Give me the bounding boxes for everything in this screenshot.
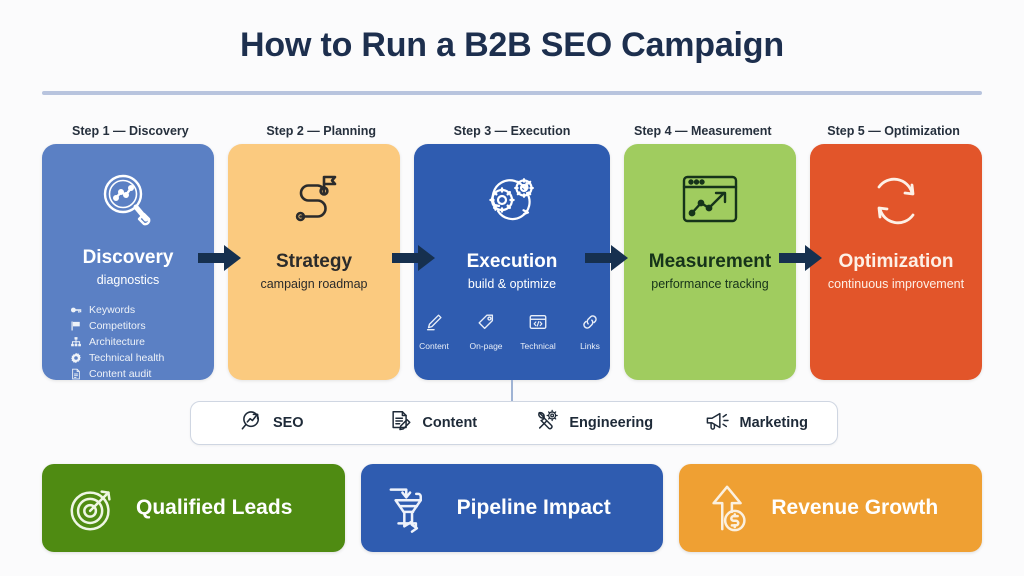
- refresh-cycle-icon: [864, 166, 928, 236]
- bullet-technical-health: Technical health: [70, 352, 164, 364]
- winding-road-flag-icon: [282, 166, 346, 236]
- steps-row: Discovery diagnostics Keywords: [42, 144, 982, 380]
- card-subtitle-measurement: performance tracking: [651, 276, 769, 291]
- card-subtitle-execution: build & optimize: [467, 276, 557, 291]
- flow-arrow-2: [392, 244, 436, 272]
- page-title: How to Run a B2B SEO Campaign: [240, 26, 784, 64]
- outcome-label: Revenue Growth: [771, 496, 939, 519]
- outcome-label: Qualified Leads: [136, 496, 293, 519]
- sitemap-icon: [70, 336, 82, 348]
- bullet-label: Architecture: [89, 336, 146, 348]
- owner-engineering[interactable]: Engineering: [514, 409, 676, 437]
- flow-arrow-3: [585, 244, 629, 272]
- bullet-content-audit: Content audit: [70, 368, 164, 380]
- funnel-icon: [385, 481, 441, 535]
- magnifier-chart-icon: [96, 166, 160, 232]
- execution-subicons: Content On-page: [414, 312, 610, 351]
- owner-marketing[interactable]: Marketing: [676, 409, 838, 437]
- owner-label: Content: [422, 415, 478, 431]
- outcome-qualified-leads[interactable]: Qualified Leads: [42, 464, 345, 552]
- outcome-revenue-growth[interactable]: Revenue Growth: [679, 464, 983, 552]
- bullet-label: Technical health: [89, 352, 165, 364]
- up-arrow-dollar-icon: [703, 481, 755, 535]
- key-icon: [70, 304, 82, 316]
- bullet-label: Content audit: [89, 368, 152, 380]
- target-arrow-icon: [66, 481, 120, 535]
- step-label-3: Step 3 — Execution: [453, 124, 571, 138]
- flow-arrow-1: [198, 244, 242, 272]
- bullet-keywords: Keywords: [70, 304, 164, 316]
- card-title-discovery: Discovery: [82, 247, 174, 269]
- subicon-technical: Technical: [518, 312, 558, 351]
- subicon-links: Links: [570, 312, 610, 351]
- bullet-architecture: Architecture: [70, 336, 164, 348]
- card-subtitle-optimization: continuous improvement: [827, 276, 965, 291]
- subicon-label: On-page: [469, 340, 503, 351]
- execution-to-owners-connector: [511, 380, 513, 402]
- gears-cycle-icon: [477, 166, 547, 236]
- browser-line-chart-icon: [676, 166, 744, 236]
- step-label-5: Step 5 — Optimization: [827, 124, 960, 138]
- tag-icon: [476, 312, 496, 337]
- owner-label: Engineering: [569, 415, 654, 431]
- megaphone-icon: [705, 409, 731, 437]
- discovery-bullet-list: Keywords Competitors: [42, 304, 164, 380]
- gear-icon: [70, 352, 82, 364]
- card-subtitle-discovery: diagnostics: [96, 273, 160, 288]
- card-title-execution: Execution: [466, 251, 558, 272]
- title-divider: [42, 91, 982, 95]
- bullet-label: Keywords: [89, 304, 136, 316]
- link-icon: [580, 312, 600, 337]
- bullet-competitors: Competitors: [70, 320, 164, 332]
- owner-seo[interactable]: SEO: [191, 409, 353, 437]
- flag-icon: [70, 320, 82, 332]
- card-title-measurement: Measurement: [648, 251, 772, 272]
- card-subtitle-strategy: campaign roadmap: [260, 276, 368, 291]
- ownership-bar: SEO Content: [190, 401, 838, 445]
- wrench-gear-icon: [536, 409, 560, 437]
- document-pencil-icon: [389, 409, 413, 437]
- subicon-label: Content: [419, 340, 449, 351]
- flow-arrow-4: [779, 244, 823, 272]
- owner-label: Marketing: [739, 415, 809, 431]
- step-label-2: Step 2 — Planning: [266, 124, 377, 138]
- code-window-icon: [528, 312, 548, 337]
- outcomes-row: Qualified Leads Pipeline Impact: [42, 464, 983, 552]
- card-title-strategy: Strategy: [275, 251, 353, 272]
- step-card-discovery[interactable]: Discovery diagnostics Keywords: [42, 144, 214, 380]
- step-card-strategy[interactable]: Strategy campaign roadmap: [228, 144, 400, 380]
- step-labels-row: Step 1 — Discovery Step 2 — Planning Ste…: [42, 124, 982, 138]
- bullet-label: Competitors: [89, 320, 146, 332]
- owner-content[interactable]: Content: [353, 409, 515, 437]
- step-label-4: Step 4 — Measurement: [634, 124, 772, 138]
- subicon-onpage: On-page: [466, 312, 506, 351]
- outcome-pipeline-impact[interactable]: Pipeline Impact: [360, 464, 664, 552]
- step-card-optimization[interactable]: Optimization continuous improvement: [810, 144, 982, 380]
- card-title-optimization: Optimization: [838, 251, 954, 272]
- subicon-label: Technical: [520, 340, 556, 351]
- subicon-label: Links: [580, 340, 600, 351]
- step-card-execution[interactable]: Execution build & optimize Content: [414, 144, 610, 380]
- step-label-1: Step 1 — Discovery: [72, 124, 189, 138]
- document-icon: [70, 368, 82, 380]
- step-card-measurement[interactable]: Measurement performance tracking: [624, 144, 796, 380]
- owner-label: SEO: [272, 415, 304, 431]
- magnifier-arrow-icon: [240, 409, 264, 437]
- outcome-label: Pipeline Impact: [456, 496, 611, 519]
- subicon-content: Content: [414, 312, 454, 351]
- pencil-icon: [424, 312, 444, 337]
